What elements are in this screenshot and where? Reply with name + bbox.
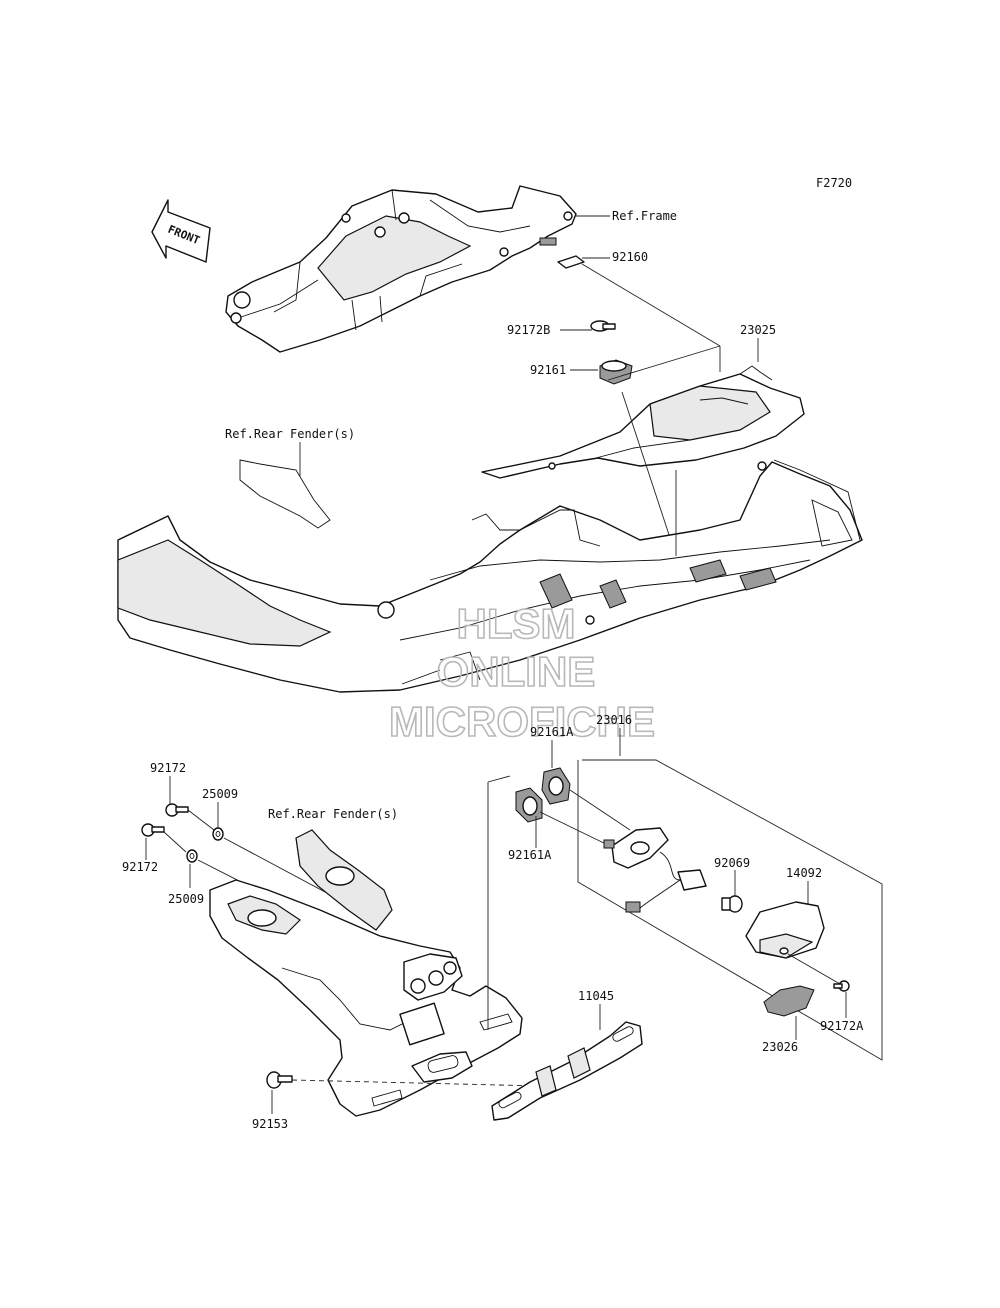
watermark-line-3: MICROFICHE xyxy=(389,698,655,745)
bulb-92069 xyxy=(721,895,743,913)
screw-92172-b xyxy=(141,823,165,837)
part-92069-label: 92069 xyxy=(714,856,750,870)
ref-rear-fender-label-bottom: Ref.Rear Fender(s) xyxy=(268,807,398,821)
washer-25009-b xyxy=(186,849,198,863)
part-23026-label: 23026 xyxy=(762,1040,798,1054)
grommet-92161A-top xyxy=(541,767,571,805)
screw-92172B xyxy=(590,320,616,332)
bracket-23025 xyxy=(481,365,805,479)
part-14092-label: 14092 xyxy=(786,866,822,880)
lens-14092 xyxy=(745,901,825,959)
ref-frame-label: Ref.Frame xyxy=(612,209,677,223)
grommet-92161 xyxy=(599,359,633,385)
bolt-92153 xyxy=(266,1071,293,1089)
part-92160-label: 92160 xyxy=(612,250,648,264)
part-92172A-label: 92172A xyxy=(820,1019,864,1033)
part-92161A-bottom-label: 92161A xyxy=(508,848,552,862)
part-25009-b-label: 25009 xyxy=(168,892,204,906)
part-92172-a-label: 92172 xyxy=(150,761,186,775)
watermark-line-1: HLSM xyxy=(457,600,576,647)
part-23016-label: 23016 xyxy=(596,713,632,727)
watermark: HLSM ONLINE MICROFICHE xyxy=(388,599,656,746)
license-plate-holder xyxy=(209,829,523,1117)
part-11045-label: 11045 xyxy=(578,989,614,1003)
front-arrow-icon: FRONT xyxy=(151,199,211,263)
part-92161A-top-label: 92161A xyxy=(530,725,574,739)
figure-code: F2720 xyxy=(816,176,852,190)
part-25009-a-label: 25009 xyxy=(202,787,238,801)
watermark-line-2: ONLINE xyxy=(437,648,596,695)
part-92161-label: 92161 xyxy=(530,363,566,377)
reflector-23026 xyxy=(763,985,815,1017)
frame-part xyxy=(225,185,577,353)
clip-92160 xyxy=(557,255,585,269)
washer-25009-a xyxy=(212,827,224,841)
rear-fender-part xyxy=(117,459,863,693)
screw-92172-a xyxy=(165,803,189,817)
license-lamp-housing xyxy=(603,827,707,913)
screw-92172A xyxy=(833,980,850,992)
part-92172-b-label: 92172 xyxy=(122,860,158,874)
ref-rear-fender-label-top: Ref.Rear Fender(s) xyxy=(225,427,355,441)
part-92172B-label: 92172B xyxy=(507,323,550,337)
part-23025-label: 23025 xyxy=(740,323,776,337)
part-92153-label: 92153 xyxy=(252,1117,288,1131)
bracket-11045 xyxy=(491,1021,643,1121)
grommet-92161A-bottom xyxy=(515,787,543,823)
